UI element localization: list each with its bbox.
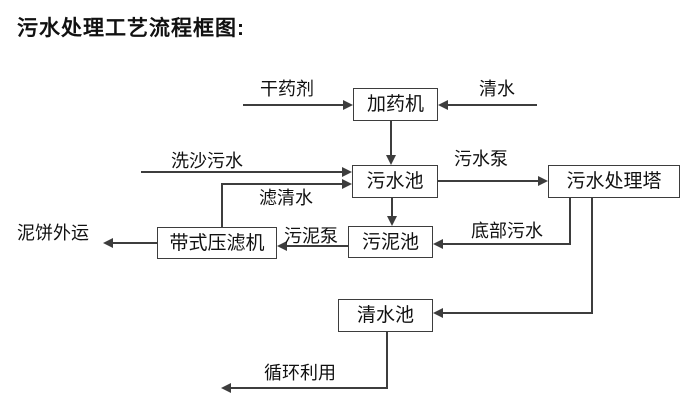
connector-line [386,332,388,389]
arrow-left-icon [433,308,443,318]
connector-line [113,242,157,244]
connector-line [443,243,571,245]
node-dosing-machine: 加药机 [353,88,438,121]
connector-line [221,183,223,227]
node-sludge-pool: 污泥池 [348,226,433,258]
arrow-left-icon [221,383,231,393]
connector-line [443,312,593,314]
arrow-left-icon [277,241,287,251]
label-clean-water: 清水 [479,79,515,99]
arrow-down-icon [386,155,396,165]
label-filtered-water: 滤清水 [259,188,313,208]
arrow-left-icon [438,100,448,110]
arrow-right-icon [343,100,353,110]
node-sewage-treatment-tower: 污水处理塔 [548,165,680,198]
arrow-right-icon [538,176,548,186]
label-bottom-sewage: 底部污水 [471,221,543,241]
label-recycle: 循环利用 [264,363,336,383]
arrow-left-icon [103,238,113,248]
label-sand-washing-sewage: 洗沙污水 [171,151,243,171]
connector-line [390,121,392,155]
node-belt-filter-press: 带式压滤机 [157,227,277,259]
label-dry-agent: 干药剂 [260,79,314,99]
connector-line [438,180,538,182]
arrow-down-icon [387,216,397,226]
connector-line [231,387,388,389]
connector-line [141,171,342,173]
label-sewage-pump: 污水泵 [454,149,508,169]
arrow-right-icon [342,179,352,189]
connector-line [243,104,343,106]
connector-line [287,245,348,247]
connector-line [391,198,393,216]
label-sludge-pump: 污泥泵 [284,226,338,246]
label-mud-cake-out: 泥饼外运 [17,223,89,243]
arrow-left-icon [433,239,443,249]
connector-line [221,183,342,185]
connector-line [591,198,593,314]
node-clean-water-pool: 清水池 [338,299,433,332]
connector-line [448,104,537,106]
arrow-right-icon [342,167,352,177]
connector-line [569,198,571,245]
node-sewage-pool: 污水池 [352,165,438,198]
diagram-title: 污水处理工艺流程框图: [17,17,245,40]
